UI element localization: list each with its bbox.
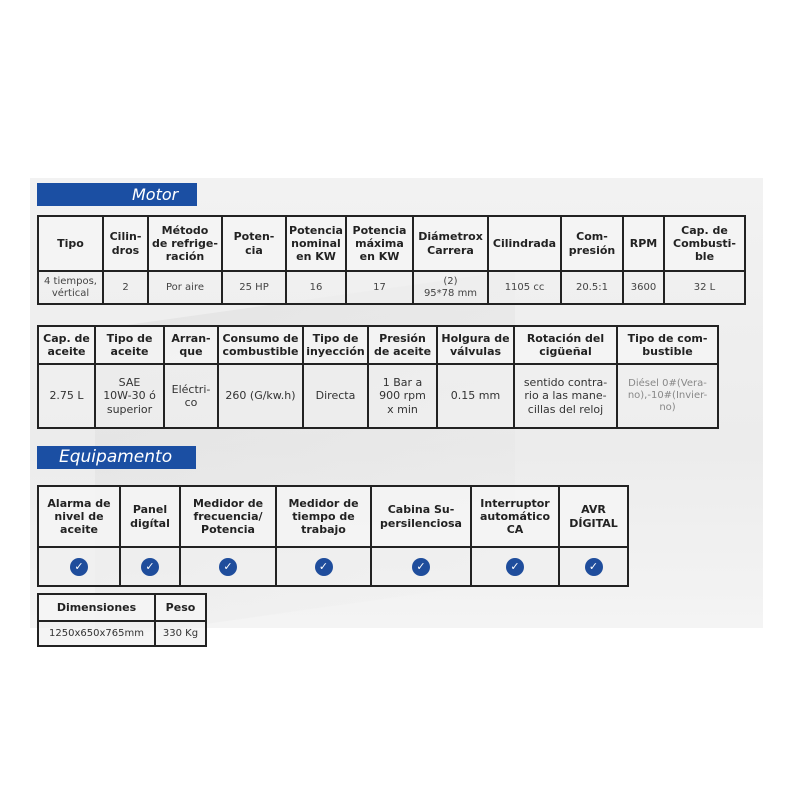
motor-column-header: Método de refrige- ración xyxy=(147,215,223,272)
motor-column-header: Com- presión xyxy=(560,215,624,272)
motor-section-title: Motor xyxy=(37,183,197,206)
motor2-column-header: Cap. de aceite xyxy=(37,325,96,365)
motor2-column-header: Tipo de com- bustible xyxy=(616,325,719,365)
equipment-cell: ✓ xyxy=(275,546,372,587)
motor-cell: 25 HP xyxy=(221,270,287,305)
motor2-column-header: Rotación del cigüeñal xyxy=(513,325,618,365)
motor2-cell: Diésel 0#(Vera- no),-10#(Invier- no) xyxy=(616,363,719,429)
equipment-column-header: Cabina Su- persilenciosa xyxy=(370,485,472,548)
motor2-column-header: Presión de aceite xyxy=(367,325,438,365)
equipment-cell: ✓ xyxy=(179,546,277,587)
check-circle-icon: ✓ xyxy=(141,557,159,576)
motor2-cell: Directa xyxy=(302,363,369,429)
equipamento-section-title: Equipamento xyxy=(37,446,196,469)
motor-cell: 4 tiempos, vértical xyxy=(37,270,104,305)
motor-cell: 16 xyxy=(285,270,347,305)
equipment-cell: ✓ xyxy=(558,546,629,587)
check-circle-icon: ✓ xyxy=(219,557,237,576)
motor2-column-header: Holgura de válvulas xyxy=(436,325,515,365)
motor-column-header: Cap. de Combusti- ble xyxy=(663,215,746,272)
equipment-check-row: ✓ ✓ ✓ ✓ ✓ ✓ ✓ xyxy=(37,546,629,587)
motor2-cell: sentido contra- rio a las mane- cillas d… xyxy=(513,363,618,429)
motor-cell: 17 xyxy=(345,270,414,305)
motor-column-header: Potencia nominal en KW xyxy=(285,215,347,272)
dimensions-value: 1250x650x765mm xyxy=(37,620,156,647)
equipment-column-header: Medidor de tiempo de trabajo xyxy=(275,485,372,548)
motor-column-header: Cilin- dros xyxy=(102,215,149,272)
equipment-column-header: Interruptor automático CA xyxy=(470,485,560,548)
check-circle-icon: ✓ xyxy=(506,557,524,576)
equipment-column-header: Alarma de nivel de aceite xyxy=(37,485,121,548)
dimensions-header: Dimensiones xyxy=(37,593,156,622)
check-circle-icon: ✓ xyxy=(412,557,430,576)
motor2-cell: 1 Bar a 900 rpm x min xyxy=(367,363,438,429)
motor-cell: 2 xyxy=(102,270,149,305)
motor2-cell: 260 (G/kw.h) xyxy=(217,363,304,429)
motor2-column-header: Tipo de aceite xyxy=(94,325,165,365)
weight-header: Peso xyxy=(154,593,207,622)
motor-column-header: Diámetrox Carrera xyxy=(412,215,489,272)
motor2-column-header: Consumo de combustible xyxy=(217,325,304,365)
motor2-column-header: Arran- que xyxy=(163,325,219,365)
motor2-cell: 0.15 mm xyxy=(436,363,515,429)
motor-column-header: Cilindrada xyxy=(487,215,562,272)
motor2-cell: Eléctri- co xyxy=(163,363,219,429)
motor-cell: (2) 95*78 mm xyxy=(412,270,489,305)
dimensions-table: Dimensiones Peso 1250x650x765mm 330 Kg xyxy=(37,593,207,647)
check-circle-icon: ✓ xyxy=(314,557,333,576)
motor-column-header: Tipo xyxy=(37,215,104,272)
motor-cell: Por aire xyxy=(147,270,223,305)
equipment-cell: ✓ xyxy=(470,546,560,587)
motor-column-header: RPM xyxy=(622,215,665,272)
check-circle-icon: ✓ xyxy=(584,557,603,576)
motor-cell: 3600 xyxy=(622,270,665,305)
equipment-cell: ✓ xyxy=(37,546,121,587)
equipment-column-header: AVR DÍGITAL xyxy=(558,485,629,548)
equipment-cell: ✓ xyxy=(119,546,181,587)
motor2-cell: SAE 10W-30 ó superior xyxy=(94,363,165,429)
equipment-column-header: Panel digítal xyxy=(119,485,181,548)
motor-column-header: Potencia máxima en KW xyxy=(345,215,414,272)
motor2-cell: 2.75 L xyxy=(37,363,96,429)
equipment-cell: ✓ xyxy=(370,546,472,587)
check-circle-icon: ✓ xyxy=(70,557,88,576)
motor-cell: 20.5:1 xyxy=(560,270,624,305)
motor-cell: 1105 cc xyxy=(487,270,562,305)
equipment-column-header: Medidor de frecuencia/ Potencia xyxy=(179,485,277,548)
weight-value: 330 Kg xyxy=(154,620,207,647)
motor-cell: 32 L xyxy=(663,270,746,305)
motor-column-header: Poten- cia xyxy=(221,215,287,272)
motor2-column-header: Tipo de inyección xyxy=(302,325,369,365)
